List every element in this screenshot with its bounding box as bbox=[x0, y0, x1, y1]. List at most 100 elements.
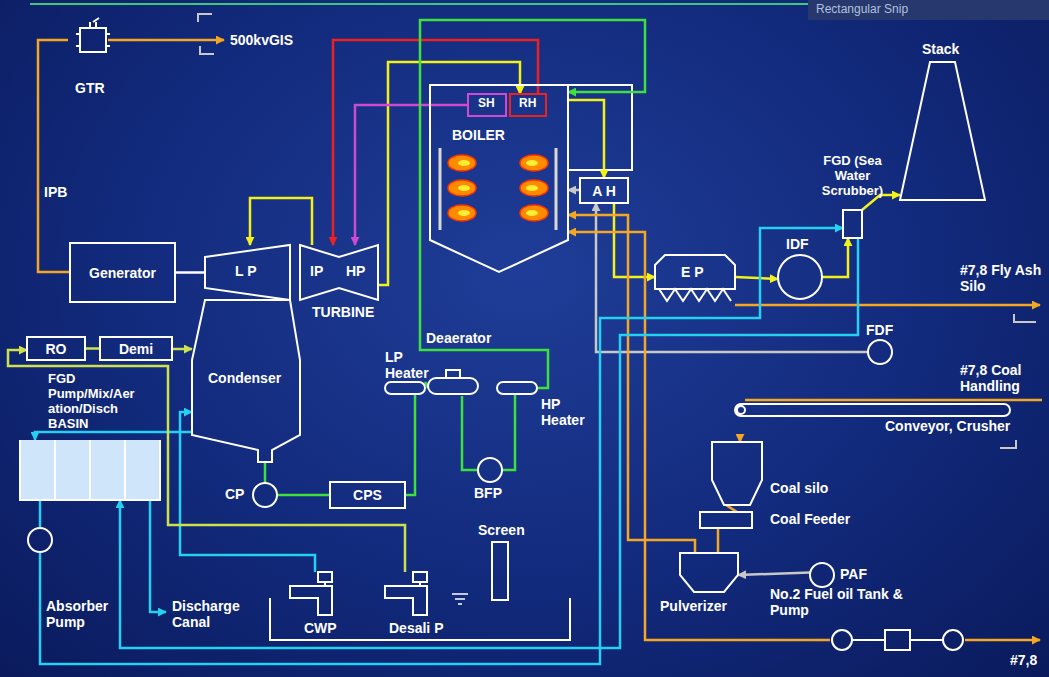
intake-channel bbox=[270, 598, 570, 640]
node-label: Desali P bbox=[389, 620, 443, 636]
node-label: LP Heater bbox=[385, 349, 437, 381]
turbine-section: IP HP bbox=[300, 245, 378, 300]
node-label: CWP bbox=[304, 620, 337, 636]
pipe-line bbox=[172, 348, 192, 351]
pipe-line bbox=[726, 505, 737, 512]
node-shape bbox=[76, 18, 110, 52]
flame-core bbox=[458, 160, 470, 166]
node-shape bbox=[28, 528, 52, 552]
pipe-line bbox=[735, 277, 778, 279]
node-label: HP bbox=[346, 263, 365, 279]
node-label: RH bbox=[519, 97, 536, 111]
pump-symbol: Desali P bbox=[385, 572, 450, 615]
pipe-line bbox=[568, 215, 695, 553]
flame-core bbox=[458, 210, 470, 216]
node-label: GTR bbox=[75, 80, 105, 96]
return-arrow bbox=[1014, 314, 1036, 322]
node-label: CPS bbox=[353, 487, 382, 503]
boiler-outline: SHRHBOILER bbox=[430, 85, 568, 272]
scrubber-box: FGD (Sea Water Scrubber) bbox=[843, 210, 862, 238]
node-shape bbox=[253, 483, 277, 507]
plant-label: 500kvGIS bbox=[230, 32, 293, 48]
discharge-line bbox=[150, 500, 166, 612]
node-shape bbox=[100, 337, 172, 360]
node-label: Coal silo bbox=[770, 480, 828, 496]
flame-core bbox=[526, 160, 538, 166]
fuel-oil-tank: No.2 Fuel oil Tank & Pump bbox=[830, 628, 965, 652]
node-label: Coal Feeder bbox=[770, 511, 850, 527]
node-label: No.2 Fuel oil Tank & Pump bbox=[770, 586, 940, 618]
node-label: RO bbox=[46, 340, 67, 356]
node-label: Absorber Pump bbox=[46, 598, 116, 630]
pipe-line bbox=[39, 500, 42, 528]
flame bbox=[448, 205, 476, 221]
node-label: SH bbox=[478, 97, 495, 111]
node-label: BFP bbox=[474, 485, 502, 501]
precipitator: E P bbox=[655, 255, 735, 303]
node-outline bbox=[900, 62, 985, 200]
pipe-line bbox=[420, 20, 645, 388]
node-outline bbox=[428, 366, 478, 396]
return-arrow bbox=[200, 46, 214, 54]
silo: Coal silo bbox=[712, 442, 762, 505]
pipe-line bbox=[355, 105, 468, 245]
node-shape bbox=[385, 382, 425, 394]
node-shape bbox=[428, 370, 478, 394]
water-level-symbol bbox=[452, 594, 468, 604]
pipe-line bbox=[462, 396, 478, 470]
node-outline bbox=[20, 440, 160, 500]
node-label: HP Heater bbox=[541, 396, 601, 428]
burner-wall bbox=[440, 148, 556, 230]
node-shape bbox=[330, 482, 405, 508]
condenser-outline: Condenser bbox=[192, 300, 300, 462]
node-outline bbox=[497, 382, 537, 394]
burner-flames bbox=[448, 155, 548, 221]
fuel-oil-line bbox=[965, 639, 1040, 642]
node-shape bbox=[832, 630, 963, 650]
stack-outline: Stack bbox=[900, 62, 985, 200]
flame bbox=[520, 205, 548, 221]
flame bbox=[520, 180, 548, 196]
flame bbox=[520, 155, 548, 171]
return-arrow bbox=[1000, 440, 1016, 448]
node-shape bbox=[778, 255, 822, 299]
fan-circle: PAF bbox=[810, 563, 834, 587]
node-shape bbox=[290, 572, 332, 615]
node-shape bbox=[580, 178, 628, 203]
node-outline bbox=[712, 442, 762, 505]
plant-label: #7,8 Coal Handling bbox=[960, 362, 1044, 394]
node-outline bbox=[28, 528, 52, 552]
node-outline bbox=[385, 572, 450, 615]
transformer-symbol: GTR bbox=[68, 18, 118, 98]
node-shape bbox=[478, 458, 502, 482]
power-line bbox=[108, 39, 224, 42]
feeder-box: Coal Feeder bbox=[700, 512, 752, 528]
flame bbox=[448, 180, 476, 196]
node-shape bbox=[205, 245, 290, 300]
pump-symbol: CWP bbox=[290, 572, 355, 615]
flame-core bbox=[526, 185, 538, 191]
pipe-line bbox=[568, 100, 604, 178]
superheater-box: SH bbox=[468, 94, 506, 116]
node-label: FGD Pump/Mix/Aer ation/Disch BASIN bbox=[48, 372, 153, 432]
return-arrow bbox=[198, 14, 212, 22]
pipe-line bbox=[8, 350, 405, 572]
node-outline bbox=[868, 340, 892, 364]
coal-feed-line bbox=[745, 399, 1042, 402]
plant-label: #7,8 bbox=[1010, 652, 1037, 668]
node-shape bbox=[900, 62, 985, 200]
node-outline bbox=[680, 553, 738, 592]
pipe-line bbox=[333, 40, 538, 245]
heater-symbol: LP Heater bbox=[385, 382, 425, 394]
node-shape bbox=[300, 245, 378, 300]
node-outline bbox=[478, 458, 502, 482]
heater-symbol: HP Heater bbox=[497, 382, 537, 394]
pipe-line bbox=[175, 271, 205, 274]
node-shape bbox=[492, 542, 508, 600]
pulverizer: Pulverizer bbox=[680, 553, 738, 592]
generator-box: Generator bbox=[70, 243, 175, 302]
node-label: IP bbox=[310, 263, 323, 279]
pipe-line bbox=[405, 394, 415, 495]
turbine-section: L P bbox=[205, 245, 290, 300]
flame-core bbox=[526, 210, 538, 216]
